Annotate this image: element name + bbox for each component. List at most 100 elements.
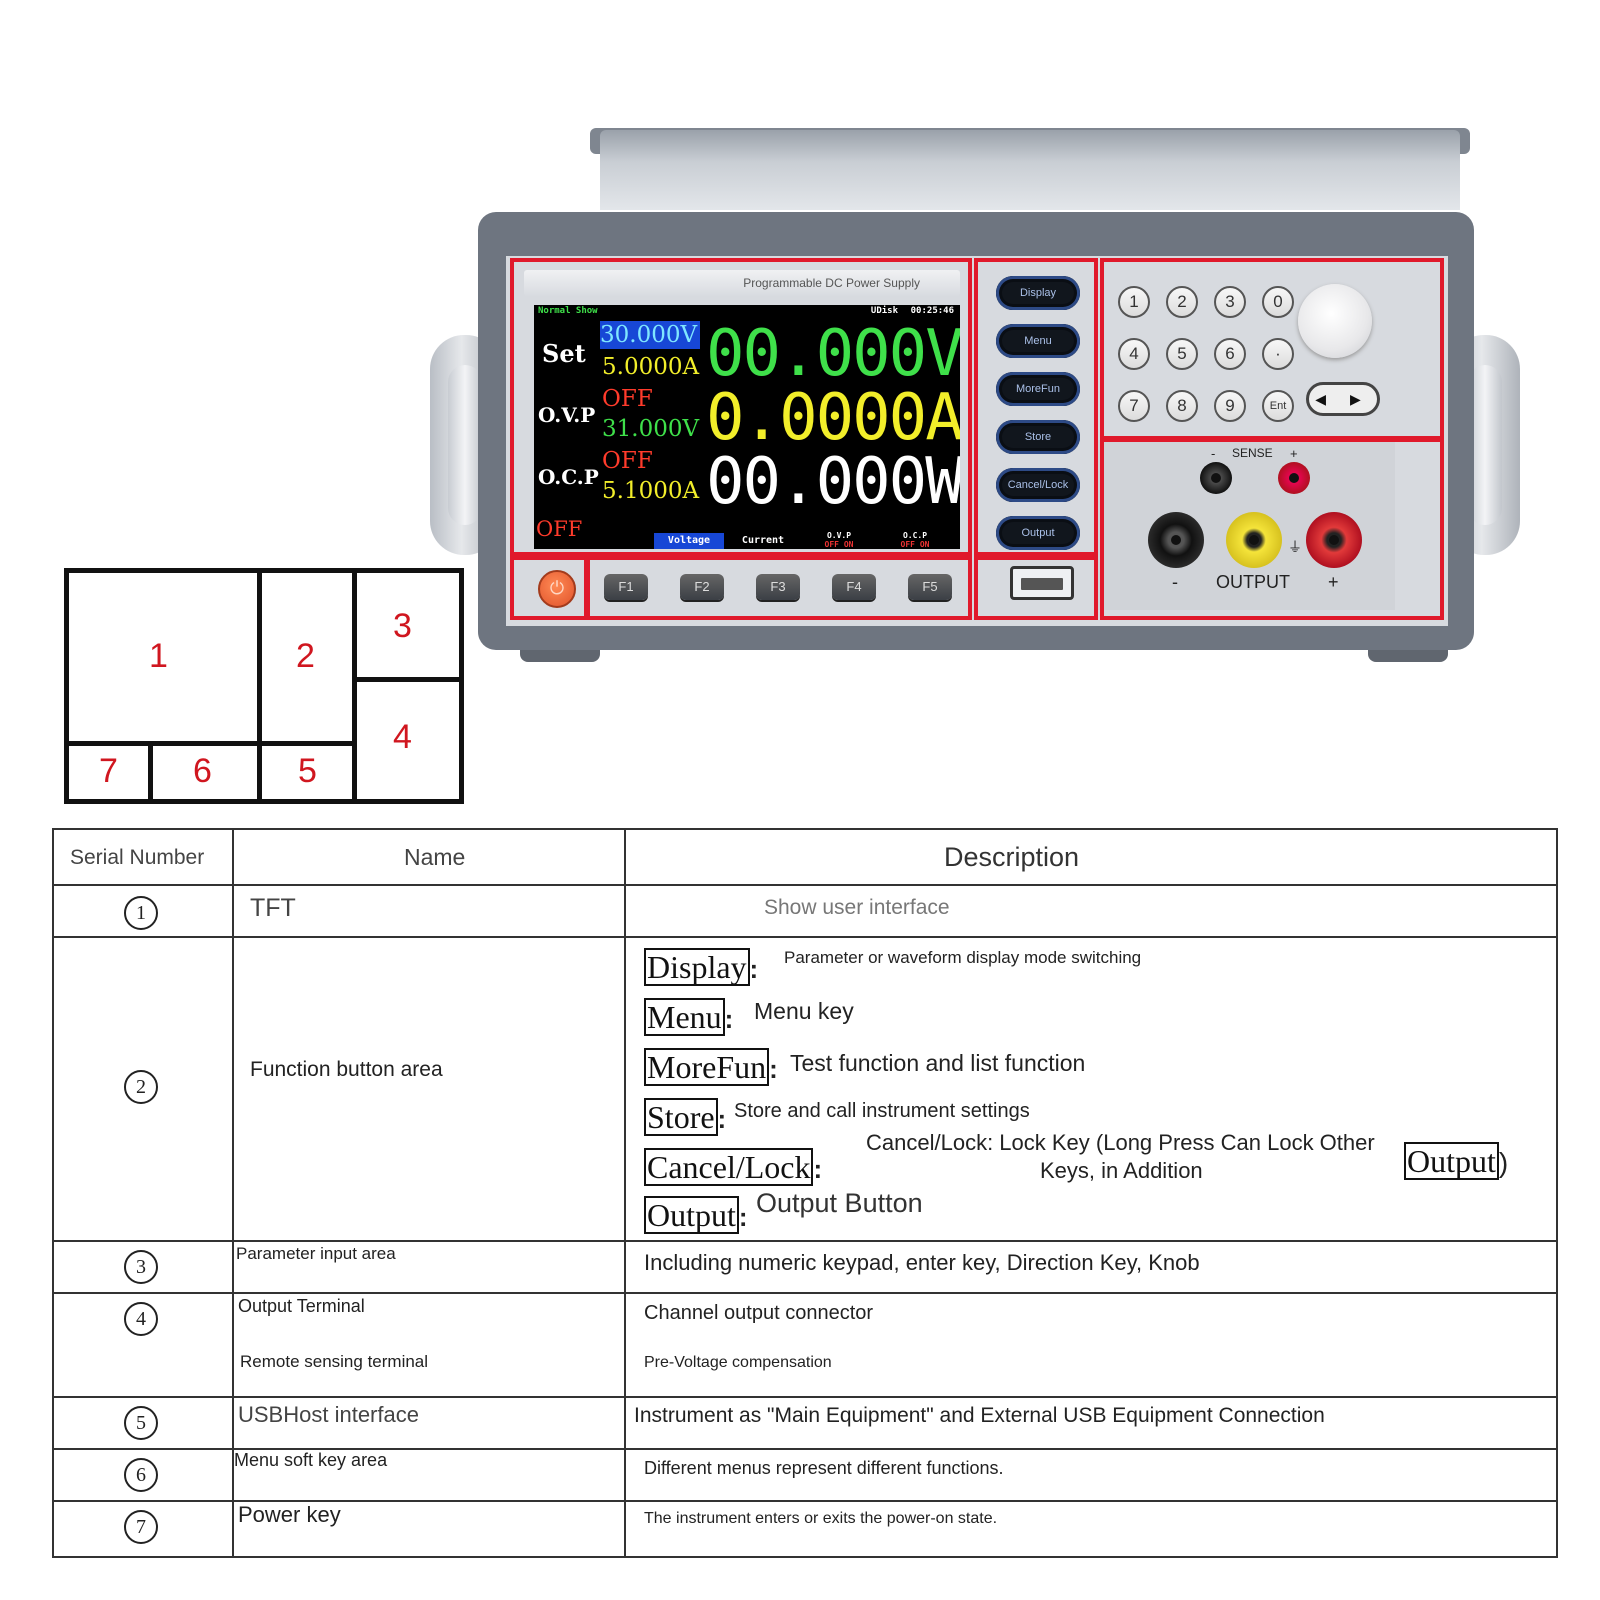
legend-cell-2: 2	[257, 568, 357, 746]
morefun-button[interactable]: MoreFun	[996, 372, 1080, 406]
legend-cell-1: 1	[64, 568, 262, 746]
region-1-outline	[510, 258, 972, 556]
left-foot	[520, 646, 600, 662]
legend-label-6: 6	[193, 752, 212, 790]
region-3-outline	[1100, 258, 1444, 440]
cancel-lock-trailing: Output)	[1404, 1142, 1508, 1180]
cancel-lock-text-line1: Cancel/Lock: Lock Key (Long Press Can Lo…	[866, 1130, 1375, 1155]
softkey-f4[interactable]: F4	[832, 574, 876, 600]
ocp-state: OFF	[602, 448, 653, 474]
row6-serial: 6	[124, 1458, 158, 1492]
header-description: Description	[944, 842, 1080, 872]
row6-name: Menu soft key area	[234, 1450, 388, 1470]
output-current: 0.0000A	[706, 381, 960, 455]
close-paren: )	[1498, 1147, 1509, 1178]
table-row-divider	[54, 1448, 1556, 1450]
set-voltage: 30.000V	[600, 321, 700, 349]
set-label: Set	[542, 339, 586, 368]
rotary-knob[interactable]	[1298, 284, 1372, 358]
cancel-lock-text-line2: Keys, in Addition	[1040, 1158, 1203, 1183]
table-col-divider	[624, 830, 626, 1556]
row4-name-line1: Output Terminal	[238, 1296, 365, 1316]
row5-name: USBHost interface	[238, 1402, 419, 1427]
key-9[interactable]: 9	[1214, 390, 1246, 422]
softkey-f2[interactable]: F2	[680, 574, 724, 600]
key-enter[interactable]: Ent	[1262, 390, 1294, 422]
row7-serial: 7	[124, 1510, 158, 1544]
row2-serial: 2	[124, 1070, 158, 1104]
sense-minus-jack[interactable]	[1200, 462, 1232, 494]
cancel-lock-key-box: Cancel/Lock	[644, 1148, 814, 1186]
key-1[interactable]: 1	[1118, 286, 1150, 318]
key-4[interactable]: 4	[1118, 338, 1150, 370]
ovp-label: O.V.P	[538, 403, 596, 427]
key-0[interactable]: 0	[1262, 286, 1294, 318]
direction-key[interactable]: ◀ ▶	[1306, 382, 1380, 416]
sense-plus-label: +	[1290, 446, 1298, 461]
softkey-voltage: Voltage	[654, 533, 724, 549]
table-row-divider	[54, 884, 1556, 886]
output-button[interactable]: Output	[996, 516, 1080, 550]
ovp-state: OFF	[602, 386, 653, 412]
area-legend: 1 2 3 4 5 6 7	[64, 568, 464, 804]
output-state: OFF	[536, 517, 583, 541]
softkey-f3[interactable]: F3	[756, 574, 800, 600]
row3-description: Including numeric keypad, enter key, Dir…	[644, 1250, 1200, 1275]
row4-desc-line1: Channel output connector	[644, 1302, 874, 1324]
row5-description: Instrument as "Main Equipment" and Exter…	[634, 1404, 1325, 1427]
key-7[interactable]: 7	[1118, 390, 1150, 422]
usb-port[interactable]	[1010, 566, 1074, 600]
store-button[interactable]: Store	[996, 420, 1080, 454]
output-key-text: Output Button	[756, 1188, 923, 1218]
key-8[interactable]: 8	[1166, 390, 1198, 422]
legend-cell-7: 7	[64, 741, 153, 804]
store-key-text: Store and call instrument settings	[734, 1100, 1030, 1122]
key-dot[interactable]: ·	[1262, 338, 1294, 370]
table-row-divider	[54, 1396, 1556, 1398]
menu-button[interactable]: Menu	[996, 324, 1080, 358]
legend-label-2: 2	[296, 637, 315, 675]
cancel-lock-button[interactable]: Cancel/Lock	[996, 468, 1080, 502]
softkey-ocp-label: O.C.P	[902, 531, 928, 540]
tft-status-bar: Normal Show UDisk 00:25:46	[534, 305, 960, 319]
softkey-f5[interactable]: F5	[908, 574, 952, 600]
key-2[interactable]: 2	[1166, 286, 1198, 318]
output-minus-jack[interactable]	[1148, 512, 1204, 568]
header-name: Name	[404, 844, 466, 870]
display-mode: Normal Show	[538, 306, 598, 316]
softkey-current: Current	[741, 535, 785, 546]
softkey-f1[interactable]: F1	[604, 574, 648, 600]
legend-cell-4: 4	[352, 677, 464, 804]
row2-item-cancel-lock: Cancel/Lock:	[644, 1148, 822, 1186]
colon: :	[738, 1202, 748, 1232]
softkey-ovp-offon: OFF ON	[824, 540, 854, 549]
ground-jack[interactable]	[1226, 512, 1282, 568]
colon: :	[769, 1054, 778, 1084]
row2-item-display: Display:	[644, 948, 758, 986]
key-5[interactable]: 5	[1166, 338, 1198, 370]
legend-cell-6: 6	[148, 741, 262, 804]
row3-serial: 3	[124, 1250, 158, 1284]
output-voltage: 00.000V	[706, 317, 960, 391]
power-supply-image: Programmable DC Power Supply Normal Show…	[0, 0, 1600, 680]
display-key-box: Display	[644, 948, 750, 986]
region-5-outline	[974, 556, 1098, 620]
key-3[interactable]: 3	[1214, 286, 1246, 318]
colon: :	[724, 1004, 734, 1034]
morefun-key-box: MoreFun	[644, 1048, 770, 1086]
ocp-value: 5.1000A	[602, 478, 700, 504]
sense-plus-jack[interactable]	[1278, 462, 1310, 494]
key-6[interactable]: 6	[1214, 338, 1246, 370]
output-plus-jack[interactable]	[1306, 512, 1362, 568]
power-icon[interactable]: ⏻	[538, 570, 576, 608]
region-7-outline	[510, 556, 588, 620]
softkey-ocp-offon: OFF ON	[900, 540, 930, 549]
output-label: OUTPUT	[1216, 572, 1290, 592]
table-col-divider	[232, 830, 234, 1556]
table-row-divider	[54, 1292, 1556, 1294]
row4-serial: 4	[124, 1302, 158, 1336]
display-button[interactable]: Display	[996, 276, 1080, 310]
table-row-divider	[54, 936, 1556, 938]
ground-icon: ⏚	[1288, 539, 1302, 555]
